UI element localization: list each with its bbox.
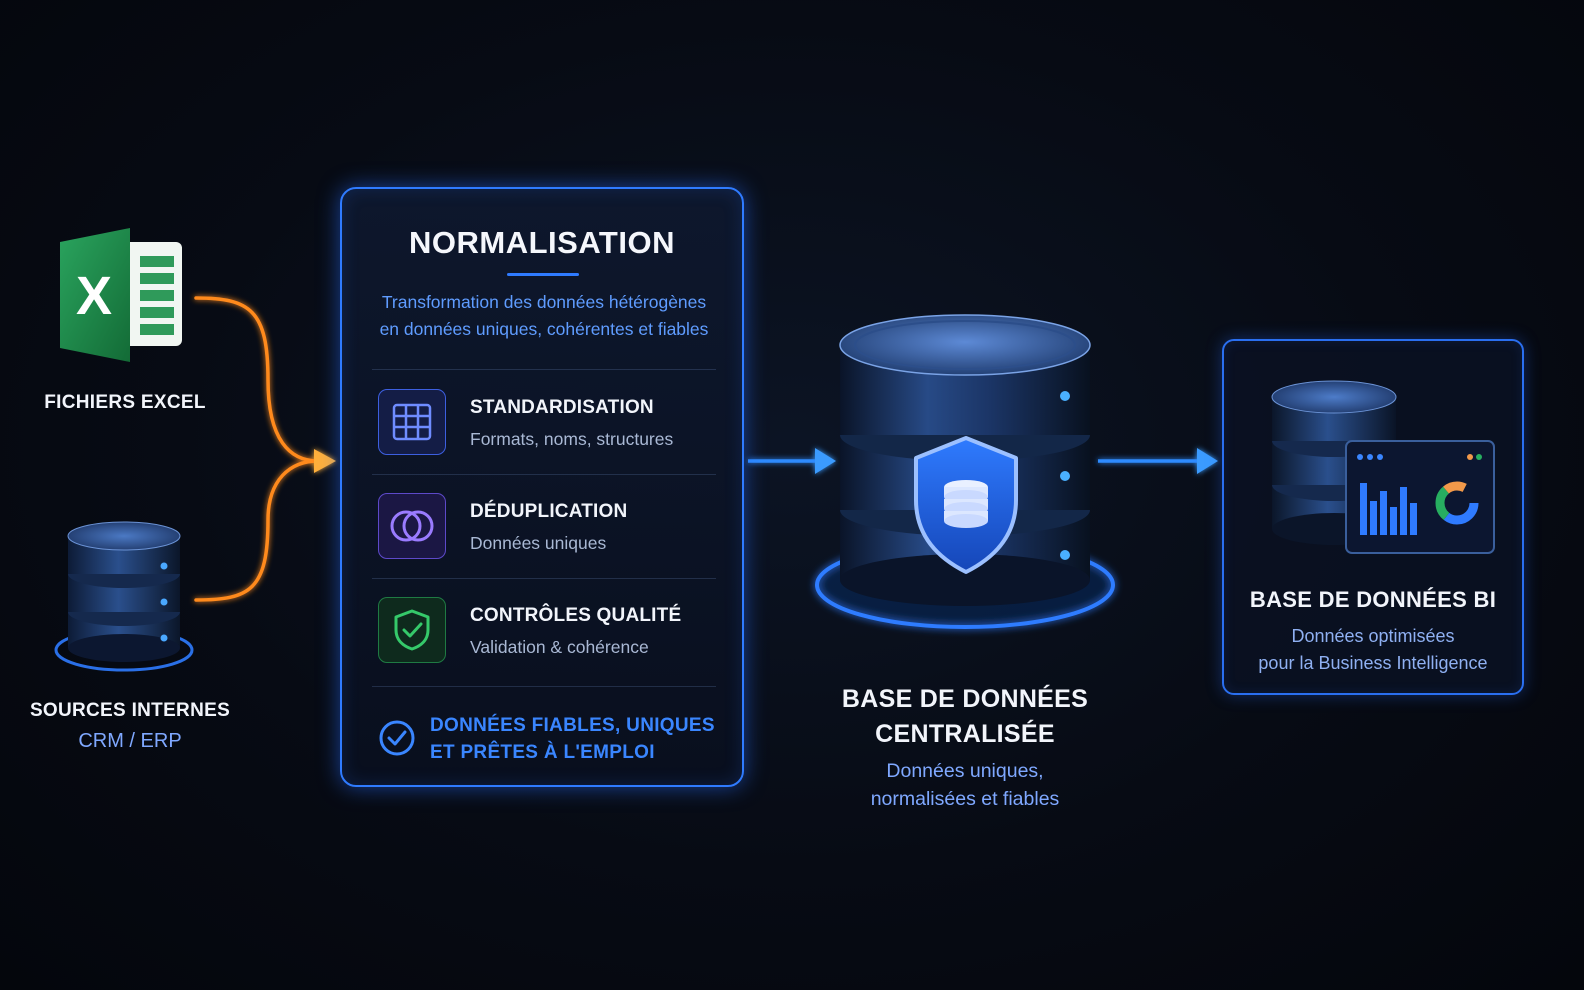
step-subtitle: Validation & cohérence [470, 637, 649, 657]
central-title-line-1: BASE DE DONNÉES [841, 685, 1089, 713]
result-line-2: ET PRÊTES À L'EMPLOI [430, 742, 655, 763]
step-subtitle: Formats, noms, structures [470, 429, 674, 449]
bi-database-panel: BASE DE DONNÉES BI Données optimisées po… [1222, 339, 1524, 695]
database-icon [54, 521, 194, 672]
central-db-subtitle: Données uniques, normalisées et fiables [800, 757, 1130, 813]
title-underline [507, 273, 579, 276]
internal-source-label: SOURCES INTERNES [29, 700, 231, 721]
orange-merge-connector [194, 296, 336, 602]
normalisation-title: NORMALISATION [409, 225, 675, 260]
bi-db-title: BASE DE DONNÉES BI [1249, 587, 1497, 612]
svg-text:X: X [76, 266, 112, 326]
central-sub-line-2: normalisées et fiables [870, 788, 1060, 810]
step-deduplication: DÉDUPLICATION Données uniques [378, 493, 718, 563]
description-line-2: en données uniques, cohérentes et fiable… [379, 319, 709, 339]
normalisation-description: Transformation des données hétérogènes e… [356, 289, 732, 343]
central-sub-line-1: Données uniques, [886, 760, 1044, 782]
step-quality-controls: CONTRÔLES QUALITÉ Validation & cohérence [378, 597, 718, 667]
bi-sub-line-2: pour la Business Intelligence [1258, 653, 1488, 673]
step-standardisation: STANDARDISATION Formats, noms, structure… [378, 389, 718, 459]
divider [372, 369, 716, 370]
shield-check-icon [378, 597, 446, 663]
central-db-title: BASE DE DONNÉES CENTRALISÉE [830, 682, 1100, 752]
central-title-line-2: CENTRALISÉE [875, 720, 1055, 748]
check-circle-icon [379, 720, 415, 756]
database-dashboard-icon [1271, 380, 1495, 554]
table-grid-icon [378, 389, 446, 455]
description-line-1: Transformation des données hétérogènes [381, 292, 707, 312]
secured-database-icon [815, 314, 1115, 629]
divider [372, 474, 716, 475]
result-line-1: DONNÉES FIABLES, UNIQUES [430, 715, 715, 736]
step-title: CONTRÔLES QUALITÉ [470, 605, 682, 626]
step-title: STANDARDISATION [470, 397, 654, 418]
step-subtitle: Données uniques [470, 533, 607, 553]
divider [372, 578, 716, 579]
bi-db-subtitle: Données optimisées pour la Business Inte… [1224, 623, 1522, 677]
bi-sub-line-1: Données optimisées [1291, 626, 1455, 646]
overlap-circles-icon [378, 493, 446, 559]
excel-icon: X [60, 228, 182, 362]
step-title: DÉDUPLICATION [470, 501, 628, 522]
normalisation-panel: NORMALISATION Transformation des données… [340, 187, 744, 787]
excel-source-label: FICHIERS EXCEL [44, 392, 206, 413]
divider [372, 686, 716, 687]
result-text: DONNÉES FIABLES, UNIQUES ET PRÊTES À L'E… [430, 712, 715, 766]
internal-source-sub: CRM / ERP [78, 730, 182, 752]
